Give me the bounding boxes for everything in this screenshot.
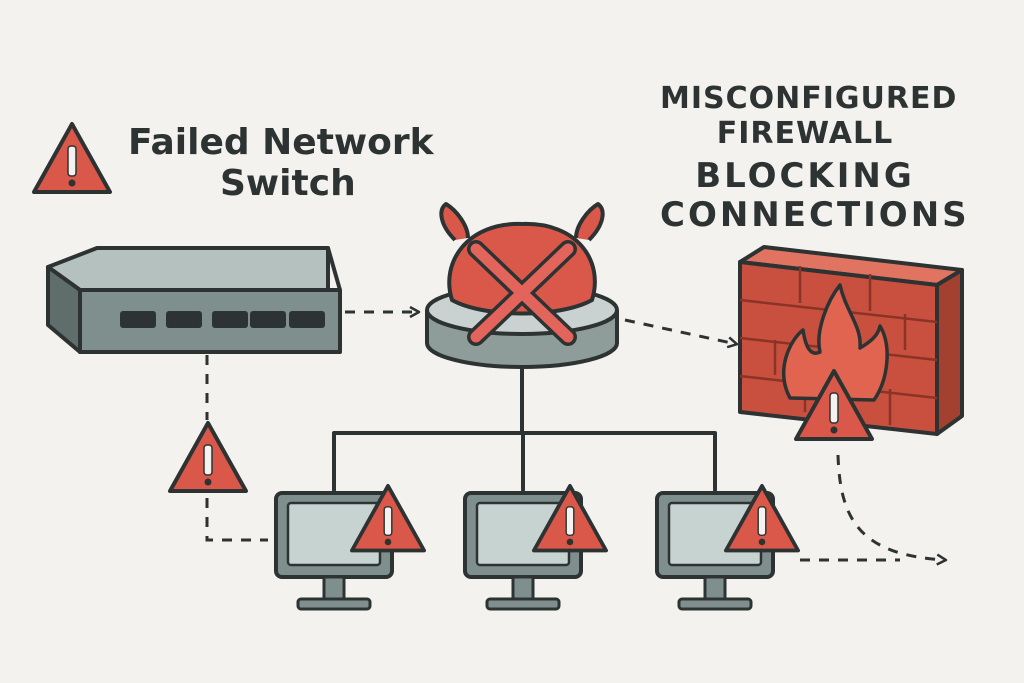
router-to-firewall-link bbox=[624, 318, 736, 344]
fire-icon bbox=[781, 283, 889, 402]
warning-icon bbox=[32, 122, 112, 194]
warning-icon bbox=[168, 421, 248, 493]
firewall-label-line-1: MISCONFIGURED bbox=[660, 81, 958, 116]
firewall-label: MISCONFIGURED FIREWALL BLOCKING CONNECTI… bbox=[660, 81, 970, 236]
x-icon bbox=[467, 240, 577, 346]
switch-to-pc-link bbox=[205, 355, 268, 542]
switch-label-line-2: Switch bbox=[220, 163, 356, 205]
firewall-label-line-3: BLOCKING bbox=[695, 156, 915, 196]
switch-label-line-1: Failed Network bbox=[128, 122, 434, 163]
network-switch bbox=[46, 246, 342, 354]
firewall-outbound-link bbox=[836, 454, 945, 560]
firewall-label-line-2: FIREWALL bbox=[716, 115, 894, 151]
firewall-label-line-4: CONNECTIONS bbox=[660, 195, 970, 236]
switch-label: Failed Network Switch bbox=[128, 122, 434, 205]
lan-bus bbox=[332, 366, 717, 492]
